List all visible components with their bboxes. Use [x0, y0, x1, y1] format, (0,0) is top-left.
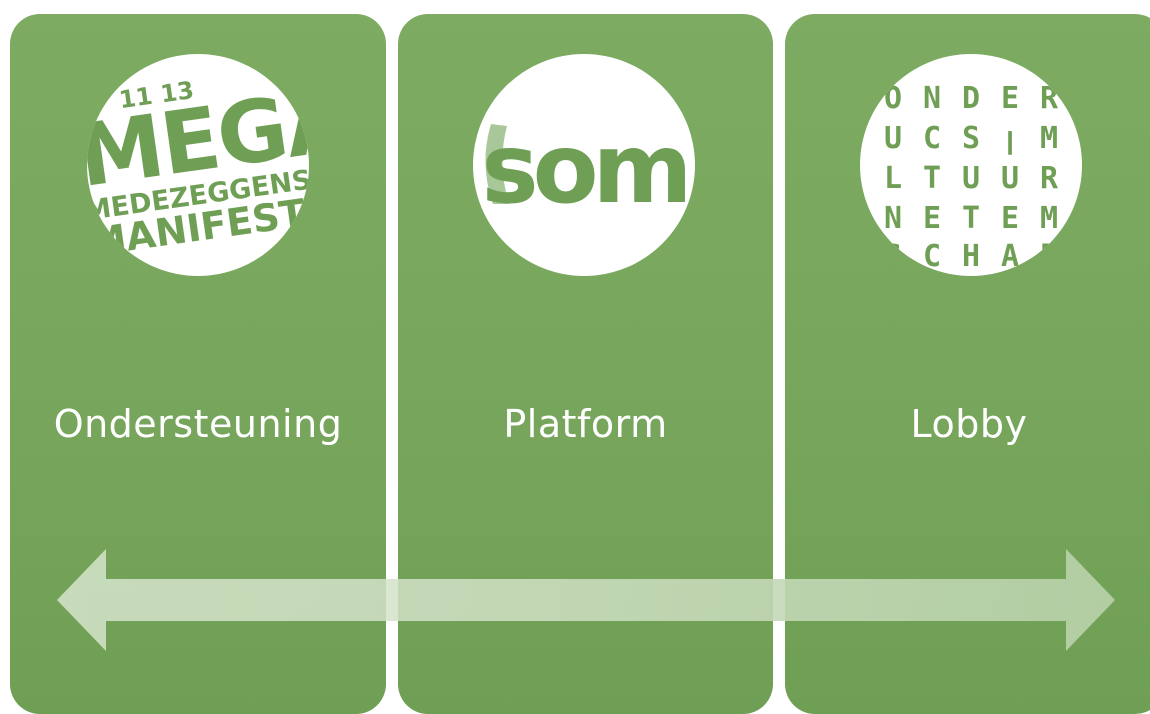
- svg-text:L: L: [884, 161, 902, 196]
- svg-text:som: som: [481, 113, 686, 225]
- svg-text:M: M: [1040, 121, 1058, 156]
- svg-text:D: D: [962, 81, 980, 116]
- svg-text:C: C: [923, 239, 941, 274]
- svg-text:T: T: [923, 161, 941, 196]
- mega-manifest-logo: 11 13 MEGA MEDEZEGGENSCH MANIFESTAT: [87, 54, 309, 276]
- svg-text:E: E: [1001, 201, 1019, 236]
- panel-label: Lobby: [910, 402, 1028, 446]
- panel-label: Platform: [503, 402, 668, 446]
- svg-text:S: S: [884, 239, 902, 274]
- panel-label: Ondersteuning: [53, 402, 343, 446]
- svg-text:ꞁ: ꞁ: [1006, 121, 1014, 156]
- svg-text:T: T: [962, 201, 980, 236]
- svg-text:E: E: [923, 201, 941, 236]
- svg-text:N: N: [884, 201, 902, 236]
- svg-text:U: U: [884, 121, 902, 156]
- svg-text:U: U: [962, 161, 980, 196]
- svg-text:E: E: [1001, 81, 1019, 116]
- svg-text:S: S: [962, 121, 980, 156]
- panel-lobby: O N D E R U C S ꞁ M L T U U R N E T E M: [785, 14, 1150, 714]
- svg-text:P: P: [1040, 239, 1058, 274]
- panel-platform: som Platform: [398, 14, 773, 714]
- svg-text:U: U: [1001, 161, 1019, 196]
- svg-text:R: R: [1040, 81, 1059, 116]
- svg-text:R: R: [1040, 161, 1059, 196]
- svg-text:A: A: [1001, 239, 1019, 274]
- ondersteuning-cultuur-grid-logo: O N D E R U C S ꞁ M L T U U R N E T E M: [860, 54, 1082, 276]
- som-logo: som: [473, 54, 695, 276]
- svg-text:O: O: [884, 81, 902, 116]
- svg-text:H: H: [962, 239, 980, 274]
- panel-ondersteuning: 11 13 MEGA MEDEZEGGENSCH MANIFESTAT Onde…: [10, 14, 386, 714]
- svg-text:C: C: [923, 121, 941, 156]
- svg-text:N: N: [923, 81, 941, 116]
- svg-text:M: M: [1040, 201, 1058, 236]
